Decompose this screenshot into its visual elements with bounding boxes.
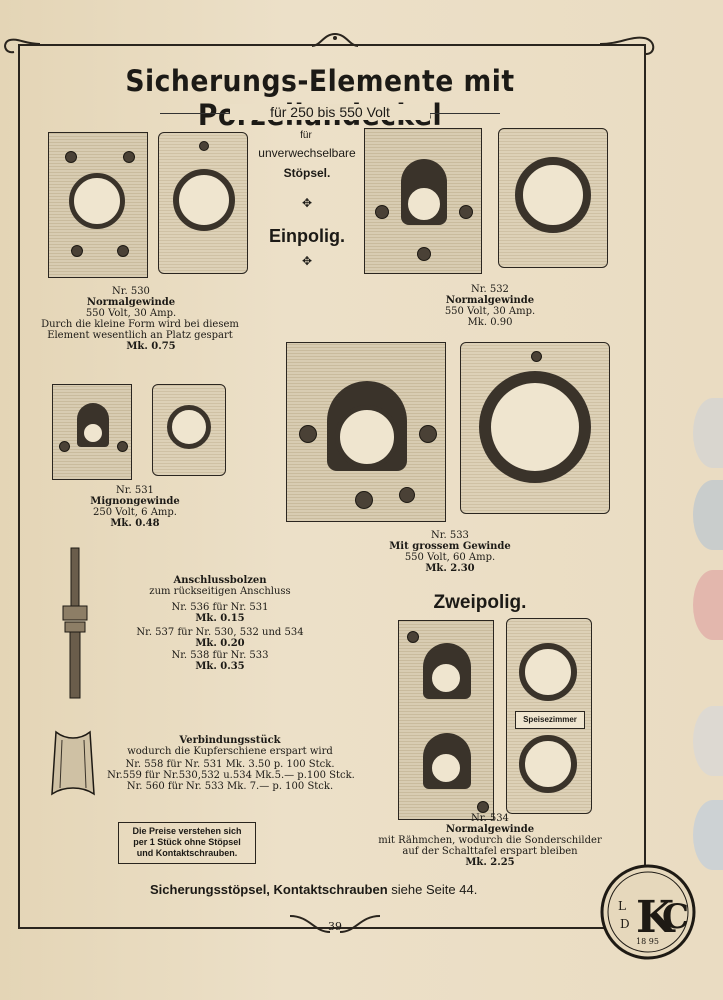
price-note-line1: Die Preise verstehen sich — [132, 826, 242, 836]
porcelain-cover-530-image — [158, 132, 248, 274]
page-title: Sicherungs-Elemente mit Porzellandeckel — [125, 64, 515, 132]
price-note-line3: und Kontaktschrauben. — [136, 848, 238, 858]
item-533-price: Mk. 2.30 — [425, 563, 475, 574]
svg-text:K: K — [636, 892, 676, 943]
center-note-line2: unverwechselbare — [258, 146, 356, 160]
page-number: 39 — [328, 920, 342, 933]
svg-text:C: C — [662, 897, 689, 937]
item-534-number: Nr. 534 — [471, 813, 509, 824]
bolts-row-538: Nr. 538 für Nr. 533 — [171, 650, 269, 661]
item-531-number: Nr. 531 — [116, 485, 154, 496]
voltage-rule-left — [160, 113, 240, 114]
porcelain-cover-533-image — [460, 342, 610, 514]
fuse-element-534-image — [398, 620, 494, 820]
footer-reference-rest: siehe Seite 44. — [391, 882, 478, 897]
item-530-number: Nr. 530 — [112, 286, 150, 297]
fuse-element-531-image — [52, 384, 132, 480]
item-531-spec: 250 Volt, 6 Amp. — [93, 507, 177, 518]
footer-reference-bold: Sicherungsstöpsel, Kontaktschrauben — [150, 882, 388, 897]
corner-ornament-right — [600, 36, 655, 55]
item-530-name: Normalgewinde — [86, 297, 176, 308]
page-frame — [18, 44, 646, 929]
connector-sub: wodurch die Kupferschiene erspart wird — [127, 746, 333, 757]
item-534-desc1: mit Rähmchen, wodurch die Sonderschilder — [378, 835, 602, 846]
bottom-ornament — [290, 915, 380, 933]
item-532-name: Normalgewinde — [445, 295, 535, 306]
item-533-name: Mit grossem Gewinde — [389, 541, 511, 552]
item-530-spec: 550 Volt, 30 Amp. — [85, 308, 177, 319]
connector-row-558: Nr. 558 für Nr. 531 Mk. 3.50 p. 100 Stck… — [125, 759, 335, 770]
price-note-line2: per 1 Stück ohne Stöpsel — [133, 837, 241, 847]
footer-reference: Sicherungsstöpsel, Kontaktschrauben sieh… — [150, 882, 570, 897]
fuse-element-533-image — [286, 342, 446, 522]
item-530-price: Mk. 0.75 — [126, 341, 176, 352]
connector-heading: Verbindungsstück — [179, 735, 281, 746]
connector-piece-image — [51, 730, 95, 796]
ornament-divider: ✥ — [301, 196, 313, 210]
corner-ornament-left — [4, 38, 40, 54]
bolts-row-537: Nr. 537 für Nr. 530, 532 und 534 — [136, 627, 304, 638]
svg-text:L: L — [618, 899, 626, 913]
connector-row-560: Nr. 560 für Nr. 533 Mk. 7.— p. 100 Stck. — [126, 781, 334, 792]
page-edge-tab-1 — [693, 398, 723, 468]
fuse-element-532-image — [364, 128, 482, 274]
item-532-number: Nr. 532 — [471, 284, 509, 295]
item-534-desc2: auf der Schalttafel erspart bleiben — [402, 846, 578, 857]
item-530-desc2: Element wesentlich an Platz gespart — [47, 330, 233, 341]
zweipolig-heading: Zweipolig. — [433, 592, 527, 613]
page-edge-tab-3 — [693, 570, 723, 640]
ornament-divider-2: ✥ — [301, 254, 313, 268]
price-note-box: Die Preise verstehen sich per 1 Stück oh… — [118, 822, 256, 864]
plate-label: Speisezimmer — [515, 711, 585, 729]
item-531-price: Mk. 0.48 — [110, 518, 160, 529]
bolts-heading: Anschlussbolzen — [173, 575, 267, 586]
bolts-sub: zum rückseitigen Anschluss — [149, 586, 291, 597]
bolts-row-536-price: Mk. 0.15 — [195, 613, 245, 624]
item-530-desc1: Durch die kleine Form wird bei diesem — [41, 319, 239, 330]
bolts-row-536: Nr. 536 für Nr. 531 — [171, 602, 269, 613]
item-533-number: Nr. 533 — [431, 530, 469, 541]
svg-text:18 95: 18 95 — [636, 937, 659, 946]
item-532-price: Mk. 0.90 — [467, 317, 513, 328]
svg-text:D: D — [620, 917, 630, 931]
connection-bolt-image — [62, 547, 88, 699]
center-note-fur: für — [300, 130, 312, 141]
voltage-rule-right — [420, 113, 500, 114]
item-534-price: Mk. 2.25 — [465, 857, 515, 868]
page-edge-tab-4 — [693, 706, 723, 776]
connector-row-559: Nr.559 für Nr.530,532 u.534 Mk.5.— p.100… — [107, 770, 355, 781]
item-531-name: Mignongewinde — [90, 496, 180, 507]
item-534-name: Normalgewinde — [445, 824, 535, 835]
voltage-range: für 250 bis 550 Volt — [230, 104, 430, 120]
item-532-spec: 550 Volt, 30 Amp. — [444, 306, 536, 317]
porcelain-cover-531-image — [152, 384, 226, 476]
bolts-row-538-price: Mk. 0.35 — [195, 661, 245, 672]
bolts-row-537-price: Mk. 0.20 — [195, 638, 245, 649]
top-ornament — [311, 32, 359, 47]
item-533-spec: 550 Volt, 60 Amp. — [404, 552, 496, 563]
porcelain-cover-532-image — [498, 128, 608, 268]
einpolig-heading: Einpolig. — [269, 226, 345, 246]
page-edge-tab-2 — [693, 480, 723, 550]
company-logo: L D K C 18 95 — [600, 864, 696, 960]
page-edge-tab-5 — [693, 800, 723, 870]
fuse-element-530-image — [48, 132, 148, 278]
center-note-line3: Stöpsel. — [283, 166, 331, 180]
porcelain-cover-534-image: Speisezimmer — [506, 618, 592, 814]
